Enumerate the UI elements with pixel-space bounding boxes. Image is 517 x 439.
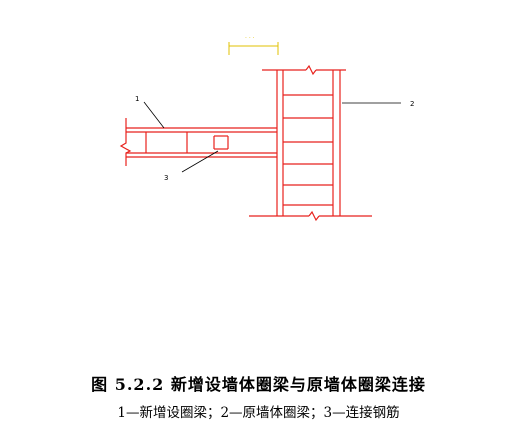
leader-lines	[143, 101, 401, 173]
label-item-2: 2	[410, 100, 414, 108]
label-item-3: 3	[164, 174, 168, 182]
connection-diagram: · · ·	[119, 35, 414, 222]
figure-legend: 1—新增设圈梁；2—原墙体圈梁；3—连接钢筋	[117, 405, 400, 421]
figure-title: 图 5.2.2 新增设墙体圈梁与原墙体圈梁连接	[91, 375, 426, 394]
dimension-label: · · ·	[245, 35, 255, 42]
dimension-marker	[228, 42, 279, 55]
new-ring-beam	[119, 118, 277, 166]
existing-wall	[249, 64, 372, 222]
label-item-1: 1	[135, 95, 139, 103]
